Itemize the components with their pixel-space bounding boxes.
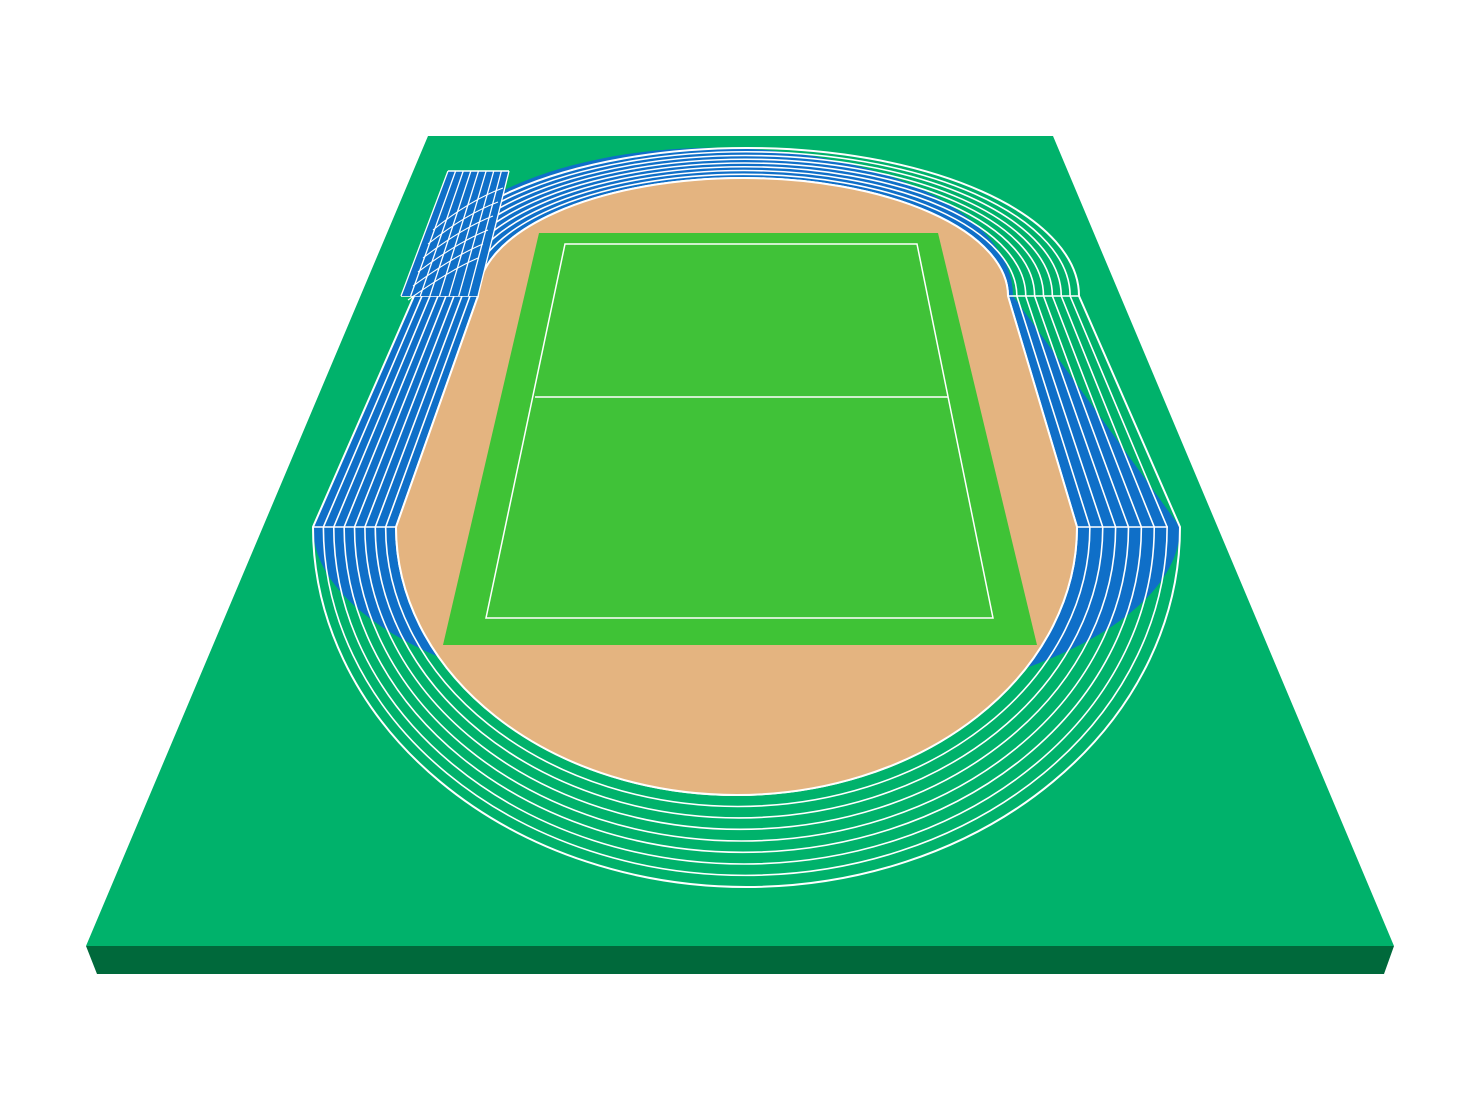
lane-line — [343, 158, 1143, 854]
sprint-lane-line — [448, 170, 487, 297]
stagger-arc — [417, 229, 489, 273]
stagger-arc — [432, 187, 504, 231]
lane-line — [311, 147, 1182, 888]
stagger-arc — [427, 201, 499, 245]
lane-line — [332, 154, 1156, 865]
lane-line — [364, 165, 1117, 831]
start-area — [400, 170, 510, 301]
sprint-lane-line — [477, 170, 510, 297]
lane-lines — [311, 147, 1182, 888]
lane-line — [322, 150, 1168, 877]
lane-line — [374, 169, 1104, 819]
lane-line — [384, 173, 1091, 808]
sprint-lane-line — [400, 170, 449, 297]
sprint-lane-line — [458, 170, 495, 297]
sprint-lane-line — [467, 170, 503, 297]
lane-line — [353, 162, 1130, 842]
stagger-arc — [412, 243, 484, 287]
sprint-lane-line — [429, 170, 472, 297]
field-group — [443, 233, 1037, 645]
stagger-arc — [422, 215, 494, 259]
ground-base-edge — [86, 946, 1394, 974]
field-inner — [485, 243, 994, 619]
stagger-arc — [407, 257, 479, 301]
sprint-lane-line — [410, 170, 457, 297]
